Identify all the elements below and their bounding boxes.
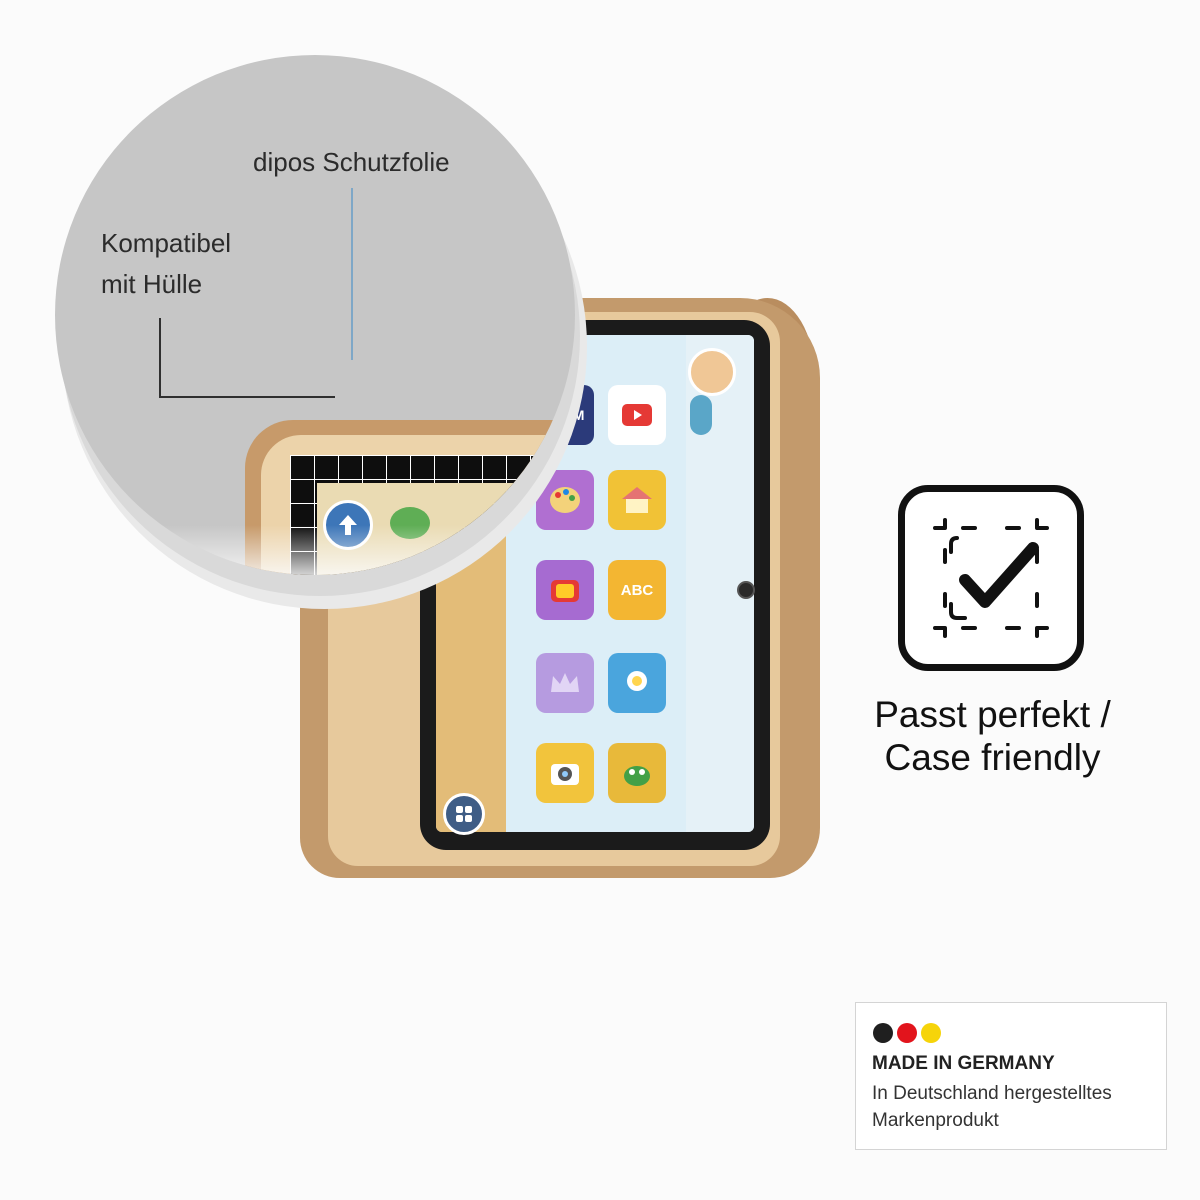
made-in-germany-title: MADE IN GERMANY [872,1053,1055,1074]
leader-line-case-horizontal [159,396,335,398]
video-player-icon[interactable] [608,385,666,445]
flag-dot-red [897,1023,917,1043]
zoom-circle [55,55,575,575]
label-case-compatible-line2: mit Hülle [101,269,203,299]
case-friendly-caption: Passt perfekt / Case friendly [840,693,1145,779]
leader-line-case-vertical [159,318,161,398]
made-in-germany-badge: MADE IN GERMANY In Deutschland hergestel… [855,1002,1167,1150]
label-case-compatible: Kompatibel mit Hülle [101,223,281,305]
leader-line-protector [351,188,353,360]
flag-dot-black [873,1023,893,1043]
flag-dot-gold [921,1023,941,1043]
crown-icon[interactable] [536,653,594,713]
camera-icon[interactable] [536,743,594,803]
label-case-compatible-line1: Kompatibel [101,228,232,258]
case-friendly-caption-line1: Passt perfekt / [874,694,1111,735]
profile-avatar[interactable] [688,348,736,396]
profile-name-pill[interactable] [690,395,712,435]
case-friendly-caption-line2: Case friendly [884,737,1101,778]
made-in-germany-subtitle: In Deutschland hergestelltes Markenprodu… [872,1080,1162,1134]
made-in-germany-subtitle-line2: Markenprodukt [872,1110,999,1131]
front-camera [737,581,755,599]
zoom-fade-out [55,525,575,575]
monster-icon[interactable] [608,743,666,803]
abc-icon[interactable]: ABC [608,560,666,620]
german-flag-dots [873,1023,941,1043]
playhouse-icon[interactable] [608,470,666,530]
case-friendly-check-icon [898,485,1084,671]
apps-grid-icon[interactable] [443,793,485,835]
lightbulb-icon[interactable] [608,653,666,713]
made-in-germany-subtitle-line1: In Deutschland hergestelltes [872,1083,1112,1104]
label-screen-protector: dipos Schutzfolie [253,147,450,177]
